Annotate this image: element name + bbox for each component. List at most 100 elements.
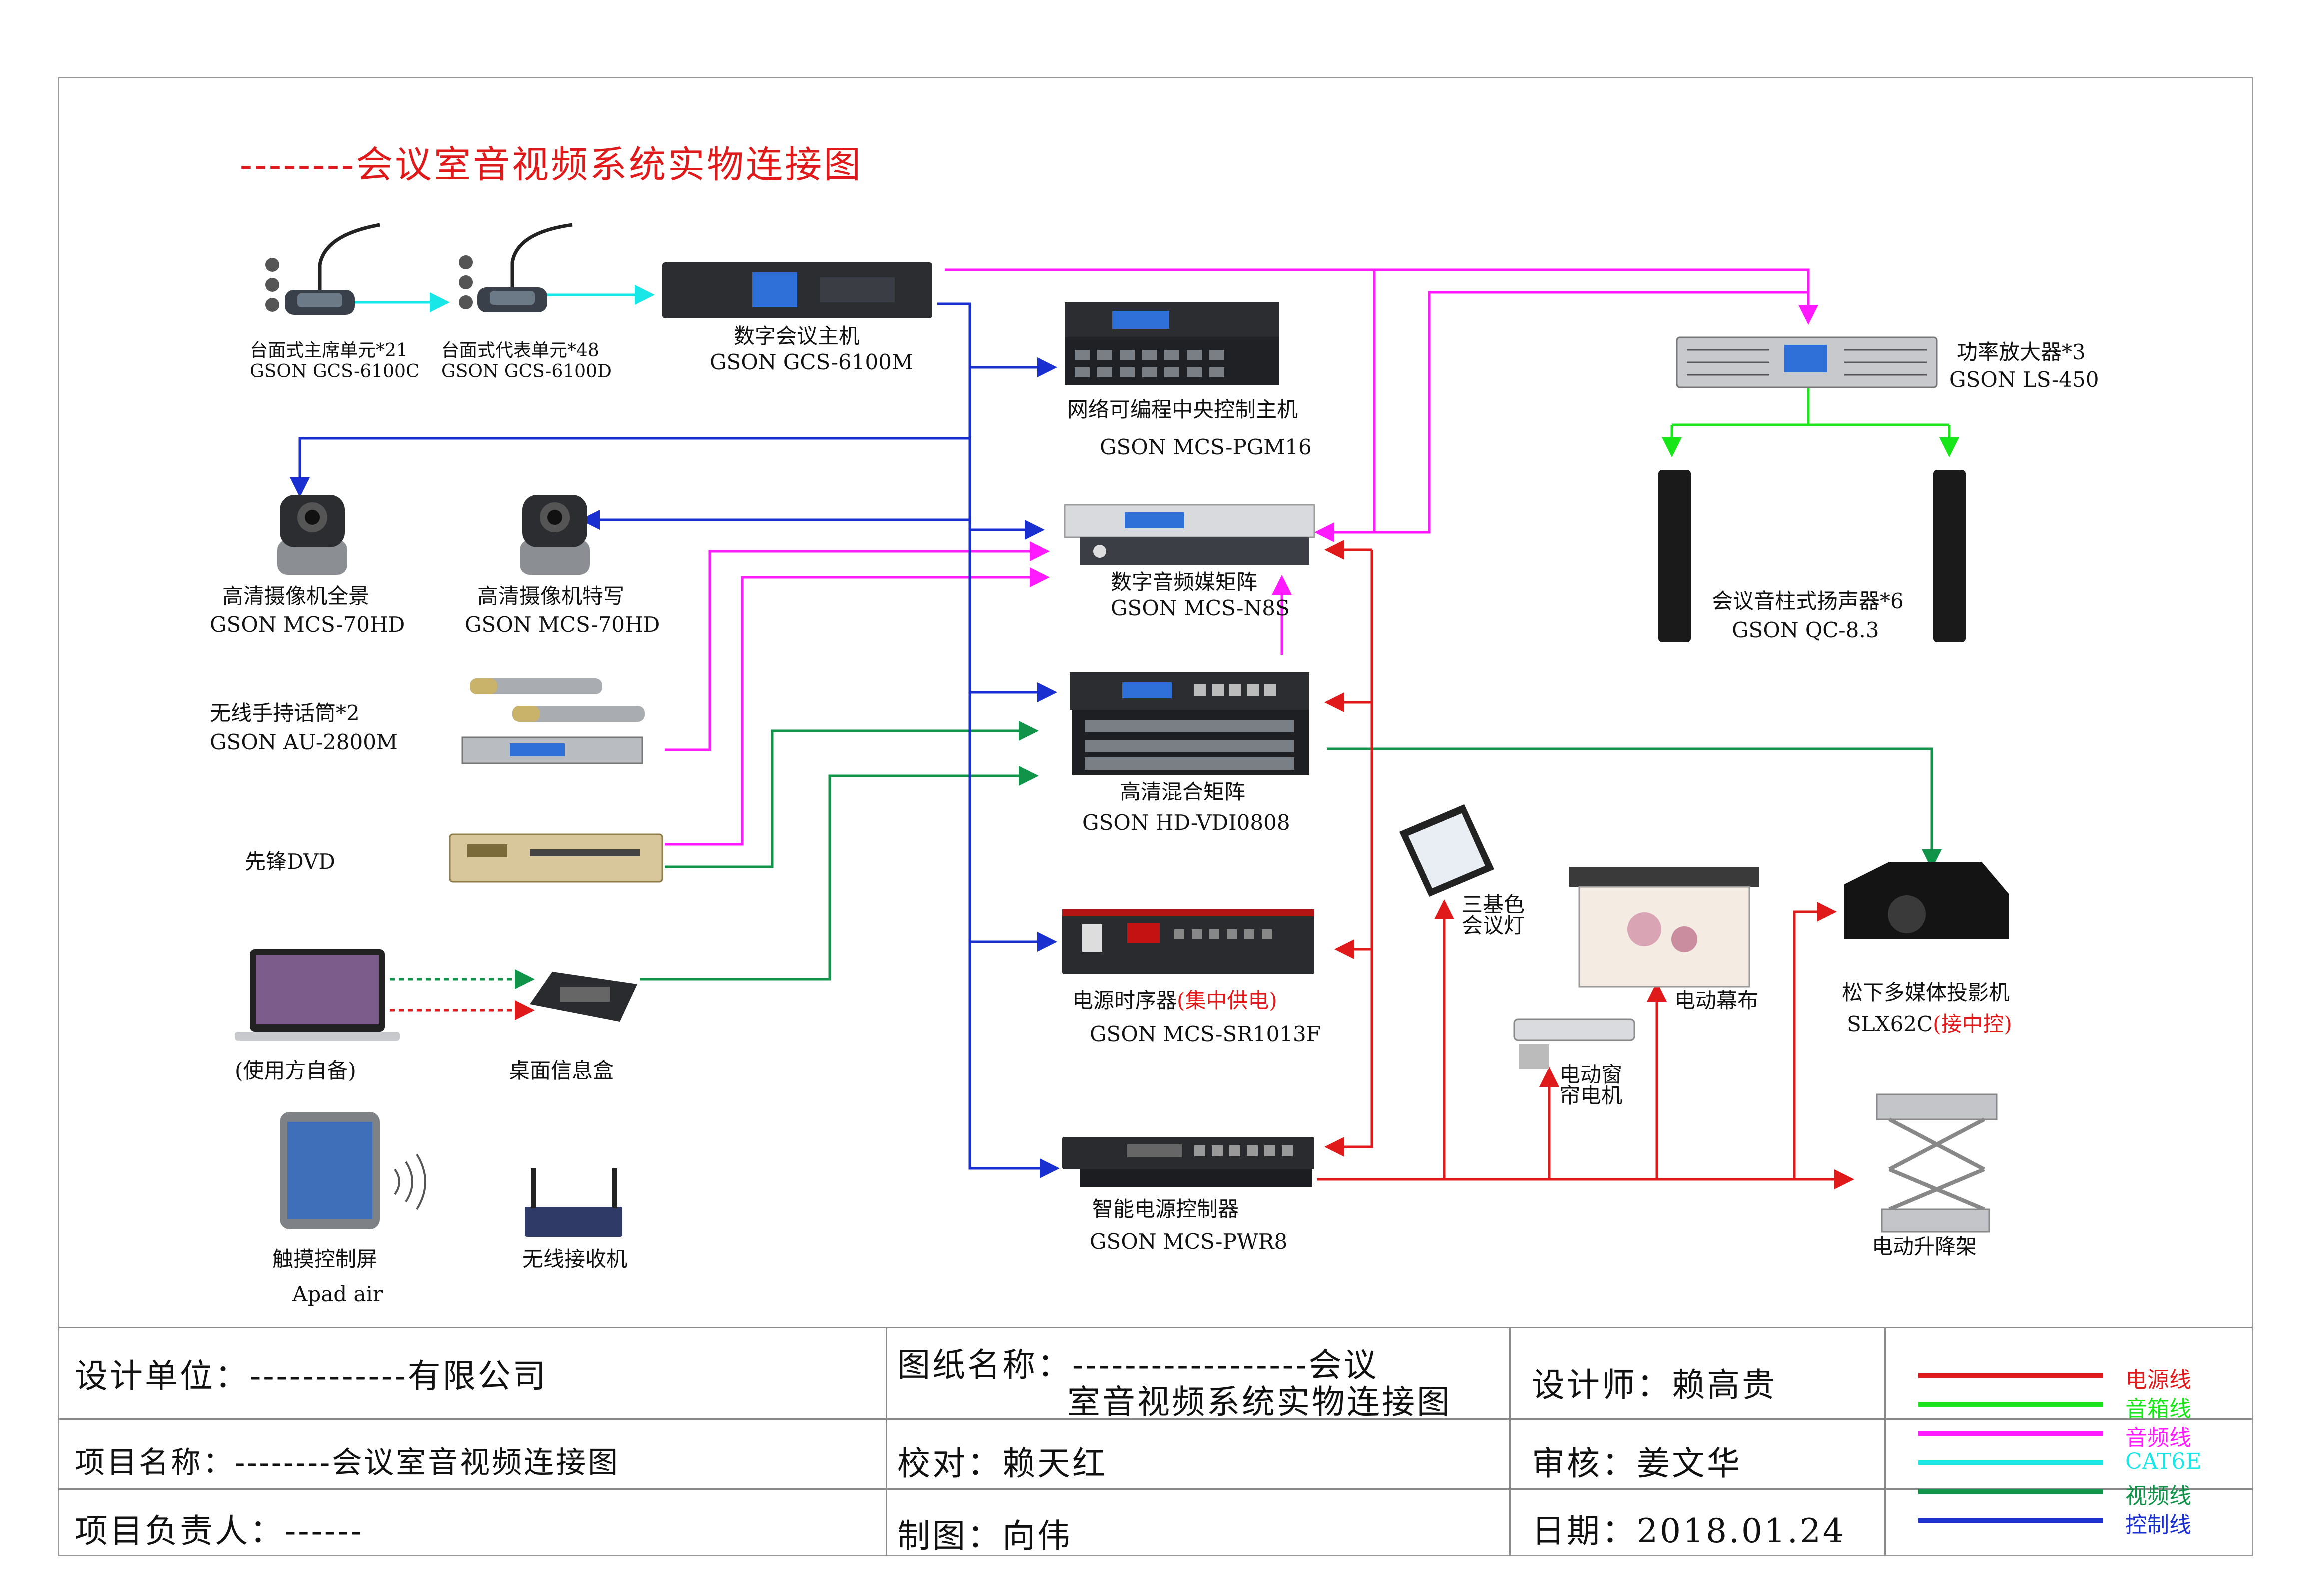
camera-full-label: 高清摄像机全景	[222, 584, 370, 608]
audio-matrix-model: GSON MCS-N8S	[1111, 596, 1290, 620]
legend-audio-label: 音频线	[2125, 1425, 2191, 1451]
title-block-top-border	[58, 1327, 2253, 1328]
legend-power-line	[1918, 1373, 2103, 1378]
audio-line-mic-matrix	[665, 541, 1050, 751]
dvd-label: 先锋DVD	[245, 849, 335, 874]
legend-audio-line	[1918, 1431, 2103, 1436]
legend-power-label: 电源线	[2125, 1367, 2191, 1393]
date: 日期：2018.01.24	[1532, 1512, 1846, 1550]
central-control-model: GSON MCS-PGM16	[1100, 435, 1312, 459]
delegate-unit-model: GSON GCS-6100D	[441, 361, 612, 382]
hd-matrix-model: GSON HD-VDI0808	[1082, 810, 1290, 835]
hd-matrix-label: 高清混合矩阵	[1120, 780, 1246, 804]
amplifier-icon	[1676, 336, 1938, 388]
chair-unit-icon	[265, 223, 380, 315]
legend-video-line	[1918, 1489, 2103, 1494]
column-speaker-label: 会议音柱式扬声器*6	[1712, 589, 1904, 613]
chair-unit-label: 台面式主席单元*21	[250, 340, 408, 361]
wireless-signal-icon	[394, 1153, 426, 1210]
video-line-hdmatrix-projector	[1327, 747, 1942, 869]
dvd-player-icon	[449, 833, 663, 883]
projector-model: SLX62C(接中控)	[1847, 1012, 2012, 1036]
checker: 校对：赖天红	[897, 1444, 1107, 1483]
smart-power-label: 智能电源控制器	[1092, 1197, 1239, 1221]
touch-panel-label: 触摸控制屏	[272, 1247, 378, 1271]
diagram-title: --------会议室音视频系统实物连接图	[240, 143, 863, 186]
projector-label: 松下多媒体投影机	[1842, 980, 2010, 1005]
projector-icon	[1844, 862, 2009, 939]
legend-control-line	[1918, 1518, 2103, 1523]
title-block-row-border-2	[58, 1488, 2253, 1490]
screen-label: 电动幕布	[1674, 988, 1759, 1013]
desktop-box-label: 桌面信息盒	[509, 1058, 614, 1083]
amplifier-label: 功率放大器*3	[1957, 340, 2086, 364]
designer: 设计师：赖高贵	[1532, 1366, 1777, 1404]
delegate-unit-icon	[459, 223, 573, 312]
camera-full-model: GSON MCS-70HD	[210, 612, 405, 637]
camera-close-model: GSON MCS-70HD	[465, 612, 660, 637]
audio-matrix-icon	[1064, 504, 1315, 565]
wireless-mic-icon	[461, 678, 645, 764]
power-line-bus	[1324, 550, 1373, 1157]
drawing-frame	[58, 77, 2253, 1556]
lift-label: 电动升降架	[1872, 1234, 1977, 1259]
legend-speaker-label: 音箱线	[2125, 1396, 2191, 1422]
hd-matrix-icon	[1070, 672, 1309, 775]
touch-panel-icon	[280, 1112, 380, 1229]
wireless-mic-model: GSON AU-2800M	[210, 730, 398, 754]
drafter: 制图：向伟	[897, 1517, 1072, 1555]
legend-cat6e-label: CAT6E	[2125, 1449, 2202, 1474]
central-control-label: 网络可编程中央控制主机	[1067, 397, 1298, 422]
power-sequencer-model: GSON MCS-SR1013F	[1090, 1022, 1321, 1046]
power-sequencer-icon	[1062, 909, 1314, 974]
title-block-col-2	[1509, 1327, 1511, 1556]
design-unit: 设计单位：------------有限公司	[75, 1357, 548, 1395]
audio-matrix-label: 数字音频媒矩阵	[1111, 570, 1258, 594]
camera-full-icon	[277, 495, 347, 575]
legend-cat6e-line	[1918, 1460, 2103, 1465]
tri-light-icon	[1399, 804, 1494, 897]
desktop-box-icon	[530, 972, 637, 1022]
title-block-col-3	[1884, 1327, 1886, 1556]
control-line-camera-full	[290, 437, 970, 497]
conference-host-model: GSON GCS-6100M	[710, 350, 913, 374]
video-line-box-hdmatrix	[640, 766, 1039, 981]
power-sequencer-label: 电源时序器(集中供电)	[1072, 988, 1277, 1013]
project-lead: 项目负责人：------	[75, 1512, 364, 1550]
laptop-icon	[235, 949, 400, 1041]
curtain-motor-label: 电动窗 帘电机	[1559, 1062, 1623, 1108]
screen-icon	[1569, 867, 1759, 988]
project-name: 项目名称：--------会议室音视频连接图	[75, 1445, 620, 1480]
audio-line-dvd-matrix	[665, 567, 1050, 846]
wireless-receiver-label: 无线接收机	[522, 1247, 628, 1271]
smart-power-model: GSON MCS-PWR8	[1090, 1229, 1288, 1254]
smart-power-icon	[1062, 1137, 1314, 1187]
legend-video-label: 视频线	[2125, 1483, 2191, 1509]
tri-light-label: 三基色 会议灯	[1462, 892, 1525, 938]
camera-close-label: 高清摄像机特写	[477, 584, 625, 608]
wireless-receiver-icon	[525, 1168, 622, 1237]
central-control-icon	[1065, 302, 1279, 385]
audio-line-host-amp	[945, 268, 1818, 325]
column-speaker-left-icon	[1658, 470, 1691, 642]
drawing-name-line1: 图纸名称：------------------会议	[897, 1346, 1379, 1384]
chair-unit-model: GSON GCS-6100C	[250, 361, 420, 382]
title-block-row-border	[58, 1418, 2253, 1420]
speaker-line-amp	[1672, 387, 1949, 426]
wireless-mic-label: 无线手持话筒*2	[210, 701, 360, 725]
column-speaker-right-icon	[1933, 470, 1966, 642]
audio-line-host-matrix	[1314, 270, 1376, 542]
legend-speaker-line	[1918, 1402, 2103, 1407]
legend-control-label: 控制线	[2125, 1512, 2191, 1538]
drawing-name-line2: 室音视频系统实物连接图	[1067, 1383, 1452, 1421]
power-line-projector	[1793, 902, 1837, 1179]
lift-icon	[1876, 1093, 1998, 1233]
video-line-dvd-hdmatrix	[665, 721, 1039, 868]
laptop-label: (使用方自备)	[235, 1058, 356, 1083]
control-line-host-bus	[937, 302, 1060, 1178]
camera-close-icon	[520, 495, 590, 575]
conference-host-icon	[662, 262, 932, 318]
conference-host-label: 数字会议主机	[734, 324, 860, 348]
delegate-unit-label: 台面式代表单元*48	[441, 340, 599, 361]
